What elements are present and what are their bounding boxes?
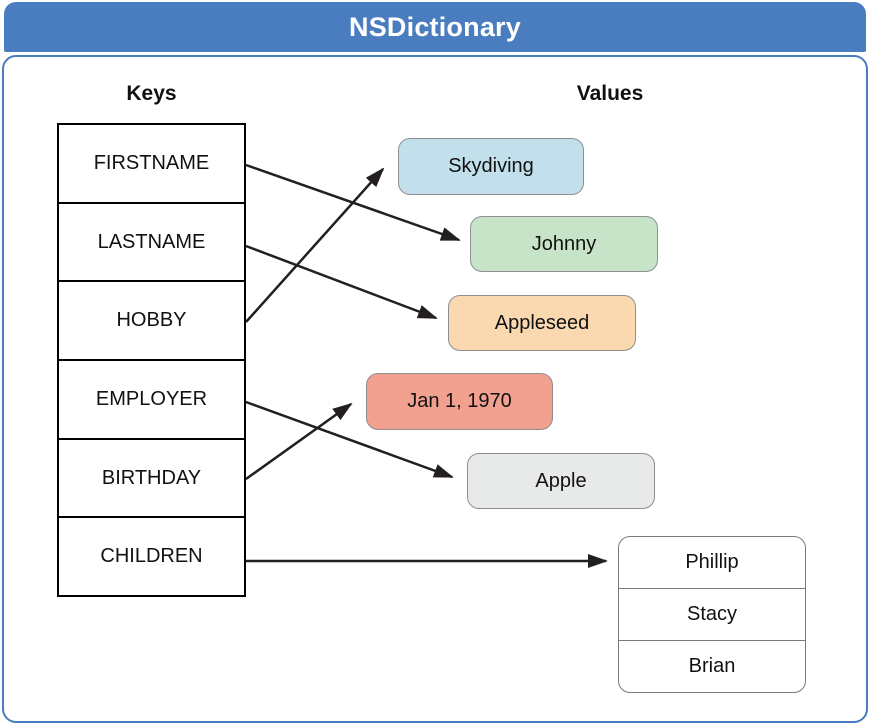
keys-table: FIRSTNAME LASTNAME HOBBY EMPLOYER BIRTHD… xyxy=(57,123,246,597)
key-cell-birthday: BIRTHDAY xyxy=(59,437,244,517)
key-cell-employer: EMPLOYER xyxy=(59,359,244,438)
child-cell-phillip: Phillip xyxy=(685,551,739,573)
children-table: Phillip Stacy Brian xyxy=(618,536,806,693)
values-column-heading: Values xyxy=(576,82,644,105)
value-box-appleseed: Appleseed xyxy=(448,295,636,351)
value-box-apple: Apple xyxy=(467,453,655,509)
child-cell-stacy: Stacy xyxy=(619,588,805,640)
child-cell-brian: Brian xyxy=(619,640,805,692)
header-bar: NSDictionary xyxy=(4,2,866,52)
value-box-johnny: Johnny xyxy=(470,216,658,272)
value-box-birthday: Jan 1, 1970 xyxy=(366,373,553,430)
key-cell-lastname: LASTNAME xyxy=(59,201,244,281)
diagram-title: NSDictionary xyxy=(349,11,521,42)
keys-column-heading: Keys xyxy=(126,82,177,105)
key-cell-firstname: FIRSTNAME xyxy=(93,151,210,174)
key-cell-hobby: HOBBY xyxy=(59,280,244,359)
value-box-skydiving: Skydiving xyxy=(398,138,584,195)
key-cell-children: CHILDREN xyxy=(59,516,244,595)
